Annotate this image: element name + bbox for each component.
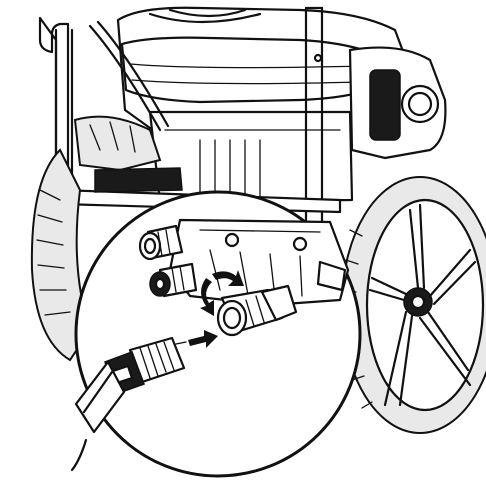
- inlet-fitting: [138, 224, 184, 261]
- rotate-arrow-icon: [200, 270, 244, 316]
- chemical-fitting: [149, 262, 198, 298]
- outlet-fitting: [216, 284, 298, 337]
- right-wheel: [341, 176, 486, 434]
- high-pressure-hose: [70, 360, 126, 472]
- left-wheel: [30, 115, 183, 362]
- engine-housing: [116, 6, 447, 204]
